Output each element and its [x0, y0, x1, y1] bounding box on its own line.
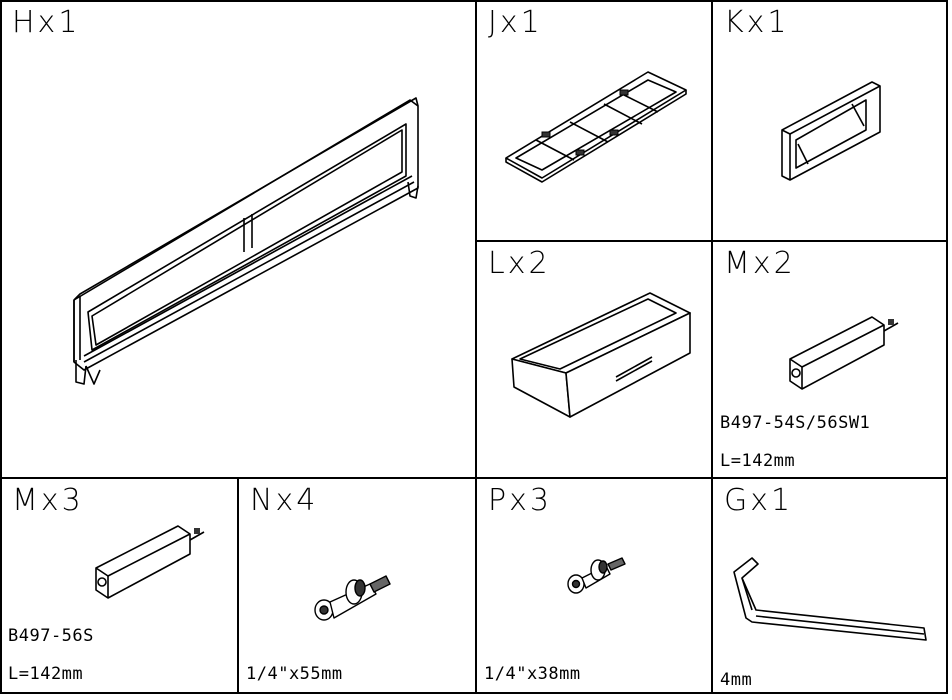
connector-length-m3: L=142mm: [8, 664, 84, 684]
part-label-n: Nx4: [250, 483, 319, 518]
part-cell-k: Kx1: [712, 0, 947, 241]
drawer-illustration: [511, 292, 691, 418]
part-cell-m3: Mx3 B497-56S L=142mm: [0, 478, 238, 693]
connector-code: B497-54S/56SW1: [720, 413, 871, 433]
allen-key-illustration: [733, 557, 927, 641]
slat-frame-illustration: [505, 71, 687, 183]
part-label-j: Jx1: [488, 5, 543, 40]
part-cell-h: Hx1: [0, 0, 476, 478]
connector-length: L=142mm: [720, 451, 796, 471]
part-cell-j: Jx1: [476, 0, 712, 241]
part-label-l: Lx2: [488, 246, 551, 281]
part-label-h: Hx1: [12, 5, 81, 40]
part-cell-m2: Mx2 B497-54S/56SW1 L=142mm: [712, 241, 947, 478]
part-cell-l: Lx2: [476, 241, 712, 478]
part-cell-p: Px3 1/4"x38mm: [476, 478, 712, 693]
part-label-k: Kx1: [724, 5, 790, 40]
bolt-washer-illustration-short: [567, 557, 626, 594]
bolt-size-n: 1/4"x55mm: [246, 664, 343, 684]
part-cell-g: Gx1 4mm: [712, 478, 947, 693]
headboard-panel-illustration: [73, 97, 419, 385]
connector-bolt-illustration-m3: [95, 525, 205, 599]
part-label-m3: Mx3: [12, 483, 84, 518]
bolt-washer-illustration-long: [314, 575, 391, 621]
part-label-p: Px3: [488, 483, 552, 518]
connector-bolt-illustration: [789, 316, 899, 390]
key-size: 4mm: [720, 670, 753, 690]
part-cell-n: Nx4 1/4"x55mm: [238, 478, 476, 693]
bolt-size-p: 1/4"x38mm: [484, 664, 581, 684]
part-label-g: Gx1: [724, 483, 794, 518]
small-frame-illustration: [781, 81, 881, 181]
connector-code-m3: B497-56S: [8, 626, 94, 646]
part-label-m2: Mx2: [724, 246, 796, 281]
